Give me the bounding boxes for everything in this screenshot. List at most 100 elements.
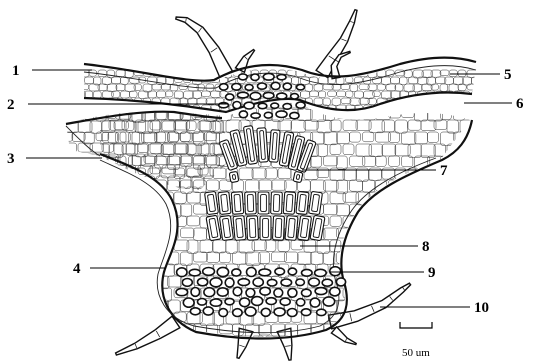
label-1-text: 1 <box>12 63 20 79</box>
upper-epidermis-cell <box>85 77 94 84</box>
collenchyma-cell <box>277 93 287 99</box>
upper-epidermis-cell <box>427 105 436 112</box>
parenchyma-cell <box>415 276 427 288</box>
parenchyma-cell <box>473 96 487 106</box>
upper-epidermis-cell <box>107 70 115 78</box>
upper-epidermis-cell <box>458 98 465 106</box>
sclerenchyma-fiber <box>218 191 231 214</box>
upper-epidermis-cell <box>310 77 318 85</box>
parenchyma-cell <box>148 240 162 254</box>
collenchyma-cell <box>280 298 290 305</box>
upper-epidermis-cell <box>476 84 487 91</box>
collenchyma-cell <box>309 278 320 286</box>
parenchyma-cell <box>369 216 383 226</box>
parenchyma-cell <box>473 336 488 349</box>
parenchyma-cell <box>441 204 452 217</box>
label-3: 3 <box>7 151 15 167</box>
sclerenchyma-fiber <box>257 128 268 163</box>
label-2: 2 <box>7 97 15 113</box>
collenchyma-cell <box>296 299 304 306</box>
collenchyma-cell <box>191 288 200 297</box>
parenchyma-cell <box>174 240 189 251</box>
sclerenchyma-fiber <box>246 216 258 240</box>
parenchyma-cell <box>343 120 358 131</box>
parenchyma-cell <box>142 204 153 217</box>
upper-epidermis-cell <box>206 84 214 91</box>
collenchyma-cell <box>263 92 274 98</box>
parenchyma-cell <box>103 252 118 262</box>
collenchyma-cell <box>288 288 297 297</box>
parenchyma-cell <box>109 192 122 203</box>
parenchyma-cell <box>181 252 193 265</box>
sclerenchyma-fiber <box>310 215 325 241</box>
upper-epidermis-cell <box>85 105 95 112</box>
parenchyma-cell <box>324 204 338 215</box>
upper-epidermis-cell <box>121 105 131 111</box>
parenchyma-cell <box>96 240 110 254</box>
parenchyma-cell <box>434 336 447 347</box>
upper-epidermis-cell <box>80 70 89 77</box>
label-4: 4 <box>73 261 81 277</box>
parenchyma-cell <box>252 168 266 179</box>
collenchyma-cell <box>177 268 187 277</box>
mesophyll-cell <box>114 187 125 197</box>
parenchyma-cell <box>389 228 403 241</box>
collenchyma-cell <box>251 113 260 118</box>
upper-epidermis-cell <box>148 105 155 111</box>
parenchyma-cell <box>434 264 447 278</box>
upper-epidermis-cell <box>166 91 174 97</box>
scale-bar: 50 um <box>400 322 432 359</box>
parenchyma-cell <box>330 144 341 155</box>
parenchyma-cell <box>434 96 445 107</box>
parenchyma-cell <box>161 336 174 348</box>
upper-epidermis-cell <box>440 98 449 104</box>
parenchyma-cell <box>363 324 374 337</box>
sclerenchyma-fiber <box>309 191 323 214</box>
parenchyma-cell <box>402 204 417 214</box>
parenchyma-cell <box>447 288 461 299</box>
mesophyll-cell <box>72 154 84 164</box>
parenchyma-cell <box>122 312 135 324</box>
sclerenchyma-fiber <box>271 192 283 214</box>
parenchyma-cell <box>369 288 383 299</box>
parenchyma-cell <box>402 324 414 336</box>
mesophyll-cell <box>108 176 119 186</box>
collenchyma-cell <box>263 74 274 81</box>
parenchyma-cell <box>395 240 406 253</box>
parenchyma-cell <box>135 216 150 228</box>
parenchyma-cell <box>441 324 453 335</box>
parenchyma-cell <box>181 180 193 193</box>
parenchyma-cell <box>109 336 122 349</box>
parenchyma-cell <box>90 252 104 264</box>
parenchyma-cell <box>402 300 416 312</box>
parenchyma-cell <box>278 240 289 251</box>
upper-epidermis-cell <box>121 91 130 98</box>
parenchyma-cell <box>96 168 107 181</box>
upper-epidermis-cell <box>193 91 202 99</box>
mesophyll-cell <box>138 187 152 196</box>
mesophyll-cell <box>60 110 71 119</box>
parenchyma-cell <box>415 324 428 337</box>
parenchyma-cell <box>122 264 134 277</box>
vascular-bundle-sclerenchyma <box>205 126 325 241</box>
collenchyma-cell <box>266 298 276 305</box>
upper-epidermis-cell <box>202 91 211 97</box>
upper-epidermis-cell <box>472 105 480 112</box>
parenchyma-cell <box>473 192 487 206</box>
parenchyma-cell <box>460 168 476 179</box>
collenchyma-cell <box>252 297 263 306</box>
upper-epidermis-cell <box>175 91 184 99</box>
parenchyma-cell <box>109 288 122 300</box>
parenchyma-cell <box>454 180 469 193</box>
upper-epidermis-cell <box>301 91 310 98</box>
upper-epidermis-cell <box>76 77 83 84</box>
upper-epidermis-cell <box>449 98 458 104</box>
mesophyll-cell <box>84 154 98 165</box>
parenchyma-cell <box>109 264 123 275</box>
collenchyma-cell <box>323 297 335 306</box>
upper-epidermis-cell <box>94 105 104 111</box>
parenchyma-cell <box>142 156 156 166</box>
parenchyma-cell <box>259 324 271 335</box>
parenchyma-cell <box>142 300 155 310</box>
fiber-outer-wall <box>310 215 325 241</box>
